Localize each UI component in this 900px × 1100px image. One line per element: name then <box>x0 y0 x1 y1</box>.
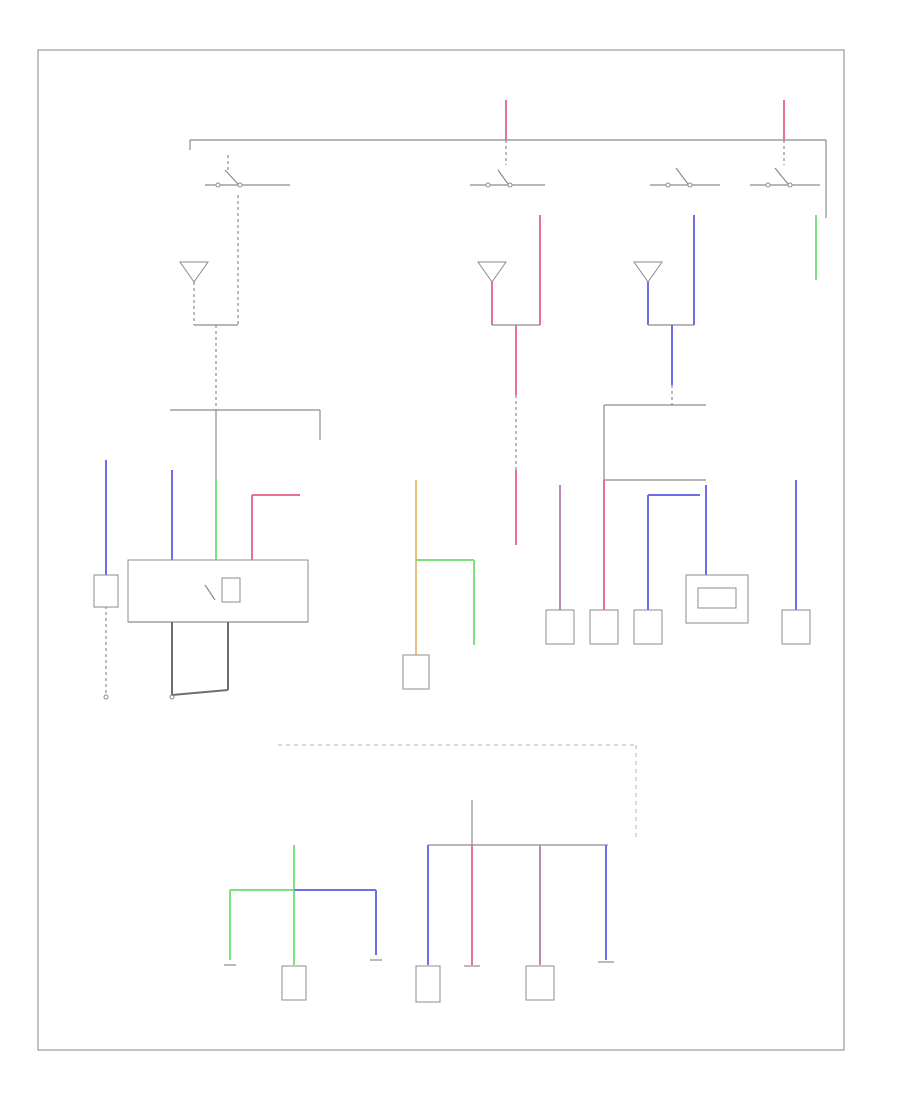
ignition-switch-right-a <box>650 167 720 188</box>
lower-right-bus <box>428 800 608 846</box>
left-relay-block <box>127 559 309 623</box>
center-orange-green-branch <box>402 480 475 690</box>
lower-red-wire <box>464 845 480 967</box>
diagram-frame <box>37 49 845 1051</box>
right-distribution-bus <box>603 404 706 481</box>
left-blue-wire-1 <box>93 460 119 695</box>
lower-blue-wire-1 <box>415 845 441 1003</box>
lower-purple-wire <box>525 845 555 1001</box>
lower-blue-wire-2 <box>598 845 614 963</box>
ignition-switch-left <box>205 155 290 188</box>
right-blue-wire-c <box>781 480 811 645</box>
right-fuse-section <box>633 215 695 405</box>
right-red-wire <box>589 480 619 645</box>
left-fuse-section <box>179 195 239 410</box>
lower-left-junction <box>224 845 382 1001</box>
left-ground-wires <box>103 622 229 700</box>
right-purple-wire <box>545 485 575 645</box>
left-red-branch <box>251 494 300 560</box>
top-power-bus <box>189 139 827 218</box>
ignition-switch-center <box>470 169 545 188</box>
right-blue-wire-a <box>633 494 700 645</box>
center-fuse-section <box>477 215 541 545</box>
lower-section-boundary <box>278 744 637 840</box>
ignition-switch-right-b <box>750 167 820 188</box>
right-blue-wire-b <box>685 485 749 624</box>
